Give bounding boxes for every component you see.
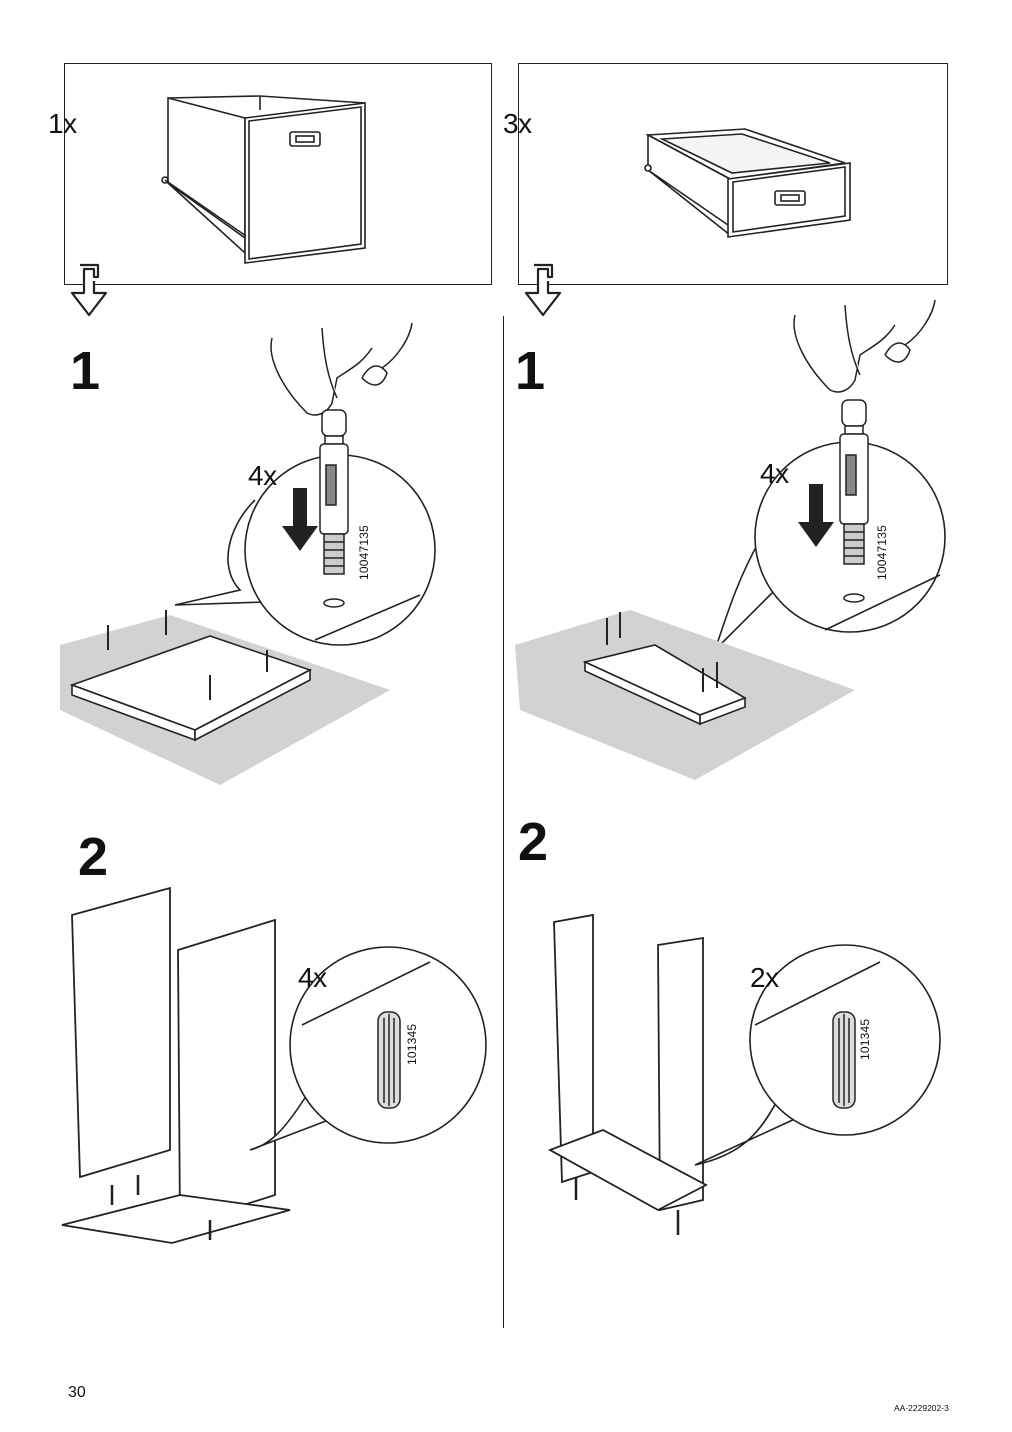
panel-illustration — [547, 913, 708, 1235]
variant-quantity-right: 3x — [503, 108, 532, 139]
cam-lock-dowel-illustration — [839, 399, 869, 603]
part-number-dowel-left: 101345 — [405, 1023, 419, 1065]
next-arrow-icon — [524, 263, 562, 317]
rug-with-board-left — [60, 610, 390, 785]
zoom-callout-step2-right — [694, 944, 941, 1166]
document-code: AA-2229202-3 — [894, 1403, 949, 1413]
part-number-cam-dowel-left: 10047135 — [357, 525, 371, 580]
panel-illustration — [61, 886, 291, 1244]
step-2-quantity-left: 4x — [298, 962, 327, 993]
down-arrow-icon — [798, 484, 834, 547]
step-2-number-left: 2 — [78, 827, 109, 887]
drawer-illustration — [161, 95, 366, 264]
step-1-number-left: 1 — [70, 341, 101, 401]
step-2-number-right: 2 — [518, 812, 549, 872]
hand-illustration — [270, 322, 413, 416]
variant-box-left — [64, 63, 492, 285]
down-arrow-icon — [282, 488, 318, 551]
drawer-illustration — [644, 128, 851, 238]
step-1-quantity-left: 4x — [248, 460, 277, 491]
step-1-number-right: 1 — [515, 341, 546, 401]
variant-box-right — [518, 63, 948, 285]
page-number: 30 — [68, 1384, 86, 1401]
hand-illustration — [793, 299, 936, 393]
variant-quantity-left: 1x — [48, 108, 77, 139]
column-divider — [503, 316, 504, 1328]
next-arrow-icon — [70, 263, 108, 317]
zoom-callout-step2-left — [249, 946, 487, 1151]
step-2-quantity-right: 2x — [750, 962, 779, 993]
rug-with-board-right — [515, 610, 855, 780]
part-number-cam-dowel-right: 10047135 — [875, 525, 889, 580]
step-1-quantity-right: 4x — [760, 458, 789, 489]
wood-dowel-illustration — [832, 1011, 856, 1109]
wood-dowel-illustration — [377, 1011, 401, 1109]
cam-lock-dowel-illustration — [319, 409, 349, 608]
part-number-dowel-right: 101345 — [858, 1018, 872, 1060]
